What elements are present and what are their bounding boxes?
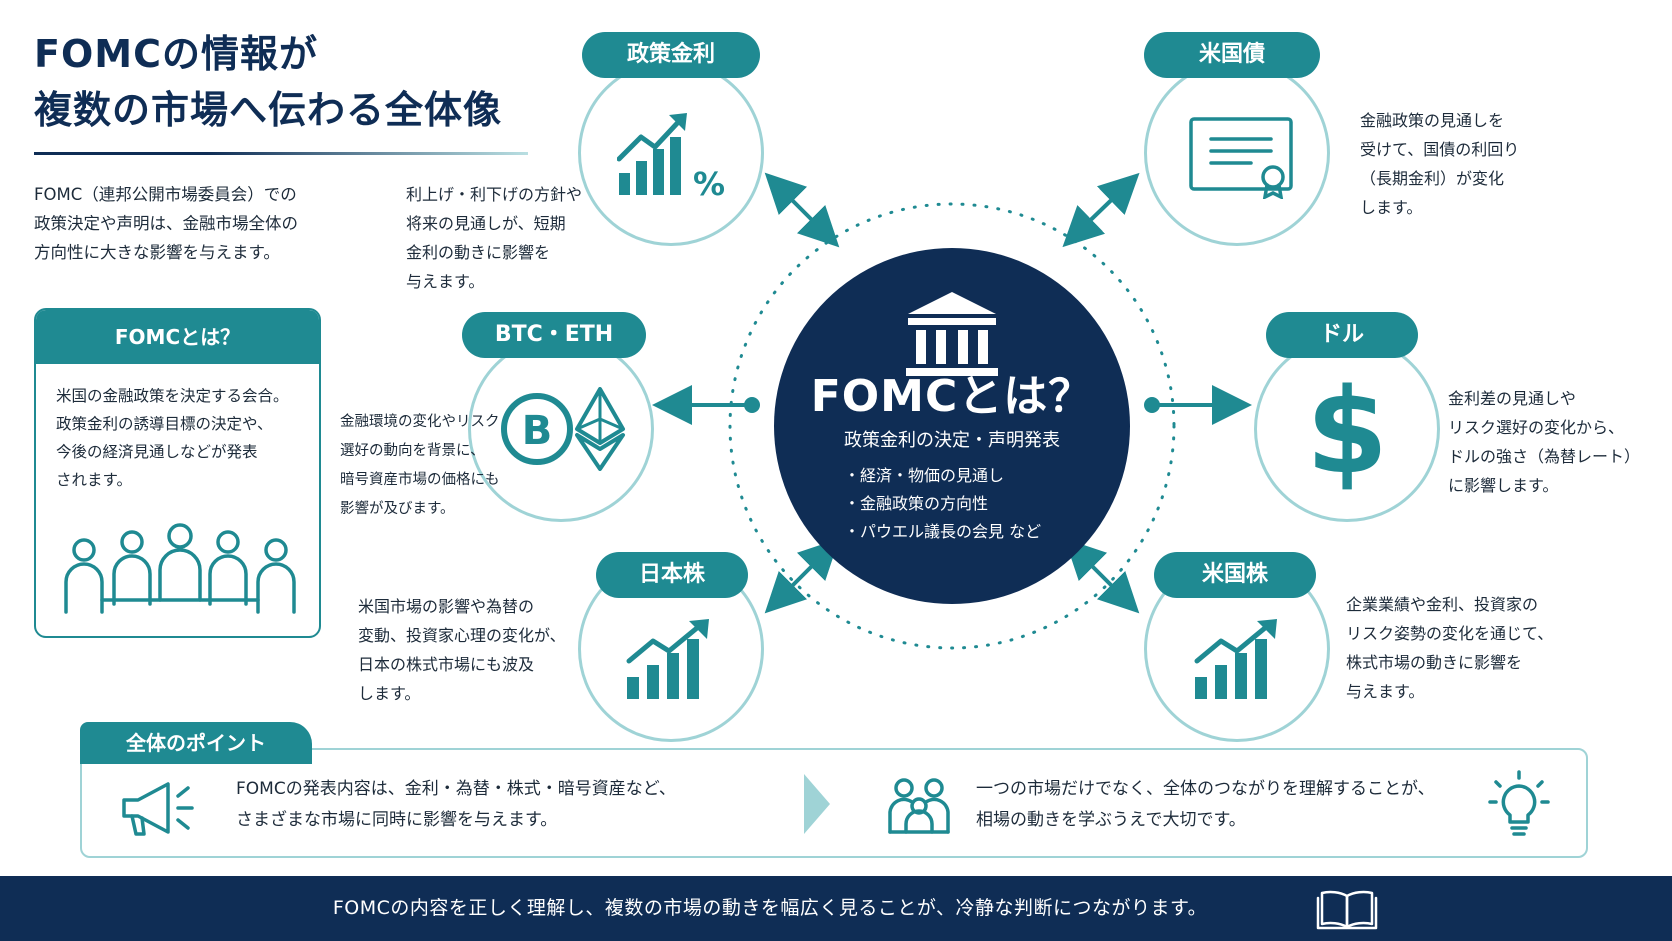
- center-fomc-circle: FOMCとは？ 政策金利の決定・声明発表 経済・物価の見通し 金融政策の方向性 …: [774, 248, 1130, 604]
- people-meeting-icon: [64, 523, 296, 614]
- node-dollar-label: ドル: [1266, 312, 1418, 358]
- arrow-treasury: [1062, 172, 1140, 248]
- center-list-item: 経済・物価の見通し: [844, 462, 1041, 490]
- points-right-text: 一つの市場だけでなく、全体のつながりを理解することが、 相場の動きを学ぶうえで大…: [976, 779, 1435, 830]
- bank-building-icon: [906, 292, 998, 376]
- lightbulb-icon: [1488, 770, 1550, 836]
- node-us-stocks-label: 米国株: [1154, 552, 1316, 598]
- node-japan-stocks-desc: 米国市場の影響や為替の 変動、投資家心理の変化が、 日本の株式市場にも波及 しま…: [358, 597, 566, 703]
- page-title: FOMCの情報が 複数の市場へ伝わる全体像: [34, 26, 502, 138]
- node-crypto-desc: 金融環境の変化やリスク 選好の動向を背景に、 暗号資産市場の価格にも 影響が及び…: [340, 414, 500, 517]
- dollar-sign-icon: $: [1305, 362, 1389, 500]
- chevron-right-icon: [804, 774, 830, 834]
- node-policy-rate-label: 政策金利: [582, 32, 760, 78]
- center-title: FOMCとは？: [810, 371, 1094, 422]
- page-title-line1: FOMCの情報が: [34, 32, 318, 76]
- arrow-crypto-dot: [744, 397, 760, 413]
- arrow-us-stocks: [1064, 538, 1140, 614]
- node-policy-rate-desc: 利上げ・利下げの方針や 将来の見通しが、短期 金利の動きに影響を 与えます。: [406, 185, 583, 291]
- node-us-stocks-desc: 企業業績や金利、投資家の リスク姿勢の変化を通じて、 株式市場の動きに影響を 与…: [1346, 595, 1554, 701]
- bitcoin-ethereum-icon: B: [501, 387, 625, 471]
- node-dollar: $: [1254, 336, 1440, 522]
- svg-text:B: B: [522, 408, 553, 454]
- node-japan-stocks-label: 日本株: [596, 552, 748, 598]
- center-list-item: 金融政策の方向性: [844, 490, 1041, 518]
- bar-chart-percent-icon: %: [617, 113, 725, 201]
- growth-chart-icon: [1194, 619, 1277, 699]
- points-box: FOMCの発表内容は、金利・為替・株式・暗号資産など、 さまざまな市場に同時に影…: [80, 748, 1588, 858]
- about-fomc-text: 米国の金融政策を決定する会合。 政策金利の誘導目標の決定や、 今後の経済見通しな…: [56, 387, 289, 489]
- about-fomc-box: FOMCとは？ 米国の金融政策を決定する会合。 政策金利の誘導目標の決定や、 今…: [34, 308, 321, 638]
- svg-text:%: %: [693, 165, 725, 201]
- node-crypto: B: [468, 336, 654, 522]
- node-treasury-desc: 金融政策の見通しを 受けて、国債の利回り （長期金利）が変化 します。: [1360, 111, 1520, 217]
- people-icon: [888, 778, 950, 834]
- megaphone-icon: [122, 782, 194, 836]
- center-list: 経済・物価の見通し 金融政策の方向性 パウエル議長の会見 など: [844, 462, 1041, 546]
- growth-chart-icon: [626, 619, 709, 699]
- node-treasury: [1144, 60, 1330, 246]
- footer-bar: FOMCの内容を正しく理解し、複数の市場の動きを幅広く見ることが、冷静な判断につ…: [0, 876, 1672, 941]
- certificate-icon: [1189, 117, 1293, 199]
- about-fomc-heading: FOMCとは？: [36, 310, 319, 364]
- title-underline: [34, 152, 528, 155]
- node-policy-rate: %: [578, 60, 764, 246]
- node-dollar-desc: 金利差の見通しや リスク選好の変化から、 ドルの強さ（為替レート） に影響します…: [1448, 389, 1641, 495]
- center-subtitle: 政策金利の決定・声明発表: [844, 430, 1060, 451]
- page-title-line2: 複数の市場へ伝わる全体像: [34, 88, 503, 132]
- node-treasury-label: 米国債: [1144, 32, 1320, 78]
- node-crypto-label: BTC・ETH: [462, 312, 646, 358]
- points-heading: 全体のポイント: [80, 722, 312, 764]
- footer-text: FOMCの内容を正しく理解し、複数の市場の動きを幅広く見ることが、冷静な判断につ…: [332, 897, 1208, 919]
- intro-text: FOMC（連邦公開市場委員会）での 政策決定や声明は、金融市場全体の 方向性に大…: [34, 185, 298, 262]
- arrow-dollar-dot: [1144, 397, 1160, 413]
- arrow-japan-stocks: [764, 538, 840, 614]
- dotted-ring: [728, 202, 1176, 650]
- center-list-item: パウエル議長の会見 など: [844, 518, 1041, 546]
- points-left-text: FOMCの発表内容は、金利・為替・株式・暗号資産など、 さまざまな市場に同時に影…: [236, 779, 676, 830]
- arrow-policy-rate: [764, 172, 840, 248]
- open-book-icon: [1316, 890, 1378, 930]
